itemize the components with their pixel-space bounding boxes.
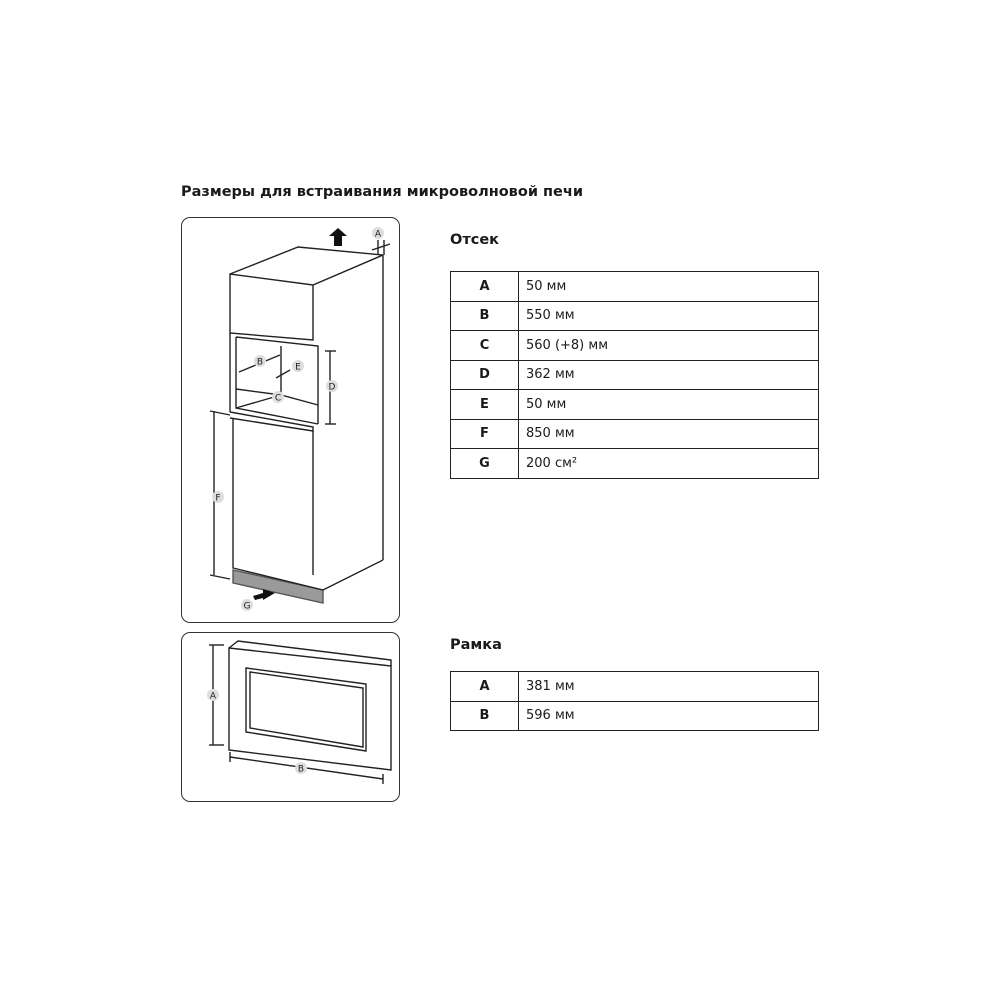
svg-text:A: A [210, 692, 217, 702]
svg-text:A: A [375, 230, 382, 240]
air-inlet-arrow-icon [253, 589, 275, 600]
svg-text:B: B [257, 358, 263, 368]
dimension-key: B [450, 700, 519, 731]
svg-text:C: C [275, 394, 281, 404]
dimension-value: 200 см² [518, 448, 819, 479]
dimension-value: 381 мм [518, 671, 819, 702]
svg-text:B: B [298, 765, 304, 775]
svg-text:F: F [215, 494, 220, 504]
cabinet-diagram-panel [181, 217, 400, 623]
dimension-value: 596 мм [518, 700, 819, 731]
compartment-heading: Отсек [450, 232, 500, 248]
dimension-key: G [450, 448, 519, 479]
dimension-value: 362 мм [518, 359, 819, 390]
dimension-value: 550 мм [518, 300, 819, 331]
dimension-value: 50 мм [518, 271, 819, 302]
dimension-key: A [450, 671, 519, 702]
air-outlet-arrow-icon [329, 228, 347, 246]
svg-text:D: D [329, 383, 336, 393]
cabinet-labels: A B C D E F G [212, 227, 384, 612]
dimension-key: C [450, 330, 519, 361]
dimension-key: E [450, 389, 519, 420]
dimension-key: F [450, 418, 519, 449]
frame-heading: Рамка [450, 637, 502, 653]
dimension-key: D [450, 359, 519, 390]
frame-labels: A B [207, 689, 307, 775]
svg-text:E: E [295, 363, 301, 373]
cabinet-drawing [209, 240, 391, 604]
page-title: Размеры для встраивания микроволновой пе… [181, 184, 583, 200]
dimension-key: B [450, 300, 519, 331]
dimension-value: 50 мм [518, 389, 819, 420]
dimension-value: 560 (+8) мм [518, 330, 819, 361]
svg-text:G: G [244, 602, 251, 612]
dimension-value: 850 мм [518, 418, 819, 449]
dimension-key: A [450, 271, 519, 302]
